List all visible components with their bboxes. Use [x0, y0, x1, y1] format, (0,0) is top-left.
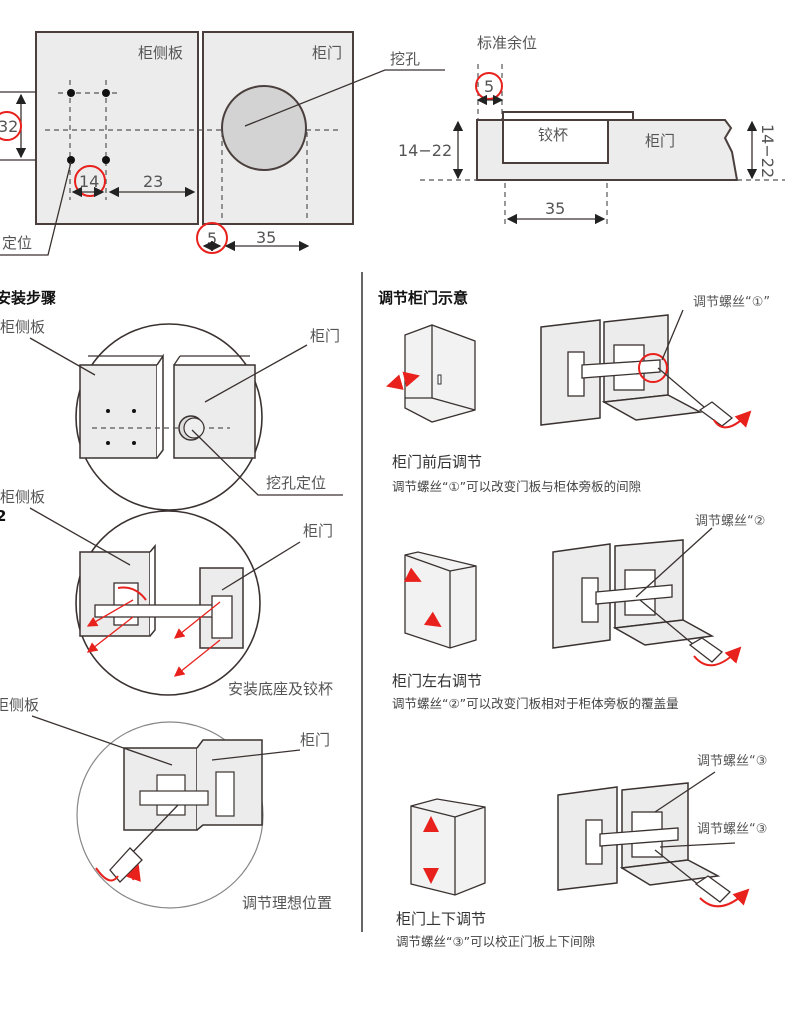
rotate-arrow [95, 867, 119, 882]
door-label: 柜门 [312, 44, 342, 62]
rotate-arrow [117, 586, 147, 601]
screw-hole [67, 89, 75, 97]
rotate-arrow [699, 888, 750, 908]
positioning-label: 定位 [2, 234, 32, 252]
side-panel-label: 柜侧板 [138, 44, 183, 62]
step2-caption: 安装底座及铰杯 [228, 680, 333, 698]
cross-section-diagram: 标准余位 5 铰杯 柜门 14−22 14−22 35 [398, 34, 785, 228]
adjust-item-1: 调节螺丝“①” 柜门前后调节 调节螺丝“①”可以改变门板与柜体旁板的间隙 [386, 295, 770, 494]
cabinet-icon [404, 551, 477, 649]
install-step-1: 柜侧板 柜门 挖孔定位 [0, 318, 343, 511]
install-step-3: 柜侧板 柜门 调节理想位置 [0, 696, 332, 912]
side-panel-label: 柜侧板 [0, 318, 45, 336]
drilling-layout-diagram: 柜侧板 柜门 32 14 23 5 35 [0, 31, 445, 256]
hole-label: 挖孔 [390, 50, 420, 68]
side-panel-label: 柜侧板 [0, 696, 39, 714]
rotate-arrow [693, 646, 742, 667]
adjust-title-3: 柜门上下调节 [396, 910, 486, 928]
adjust-item-3: 调节螺丝“③ 调节螺丝“③ 柜门上下调节 调节螺丝“③”可以校正门板上下间隙 [396, 754, 767, 949]
highlight-circle [0, 111, 22, 141]
adjust-section: 调节柜门示意 调节螺丝“①” 柜门前后调节 调节螺丝“①”可以改变门板与柜体旁板… [378, 289, 770, 949]
step-number: 2 [0, 507, 6, 525]
rotate-arrow [713, 410, 752, 429]
screw-hole [102, 89, 110, 97]
screw-label-3b: 调节螺丝“③ [697, 822, 767, 837]
adjust-desc-3: 调节螺丝“③”可以校正门板上下间隙 [396, 934, 595, 949]
install-title: 安装步骤 [0, 289, 56, 307]
cabinet-icon [410, 798, 486, 896]
highlight-circle [196, 222, 228, 254]
screwdriver-icon [688, 637, 724, 663]
cup-recess [502, 119, 609, 164]
screw-highlight [638, 353, 668, 383]
install-steps: 安装步骤 柜侧板 柜门 挖孔定位 柜侧板 2 柜门 [0, 289, 343, 912]
screwdriver-icon [694, 875, 731, 903]
door-label: 柜门 [300, 731, 330, 749]
dim-35-cup: 35 [545, 199, 565, 218]
dim-32: 32 [0, 117, 18, 136]
screw-label-3a: 调节螺丝“③ [697, 754, 767, 769]
dim-23: 23 [143, 172, 163, 191]
dim-5: 5 [207, 229, 217, 248]
dim-14: 14 [79, 172, 99, 191]
door-label: 柜门 [310, 327, 340, 345]
adjust-desc-1: 调节螺丝“①”可以改变门板与柜体旁板的间隙 [392, 479, 641, 494]
thickness-right: 14−22 [758, 124, 777, 178]
step3-caption: 调节理想位置 [242, 894, 332, 912]
side-panel-label: 柜侧板 [0, 488, 45, 506]
screw-label-2: 调节螺丝“② [695, 514, 765, 529]
adjust-desc-2: 调节螺丝“②”可以改变门板相对于柜体旁板的覆盖量 [392, 696, 679, 711]
dim-5-margin: 5 [484, 77, 494, 96]
door-section-label: 柜门 [645, 132, 675, 150]
cup-hole [221, 85, 307, 171]
screw-label-1: 调节螺丝“①” [693, 295, 770, 310]
cup-label: 铰杯 [538, 126, 568, 144]
screw-hole [67, 156, 75, 164]
adjust-item-2: 调节螺丝“② 柜门左右调节 调节螺丝“②”可以改变门板相对于柜体旁板的覆盖量 [392, 514, 765, 711]
dim-35: 35 [256, 228, 276, 247]
screw-hole [102, 156, 110, 164]
hole-position-label: 挖孔定位 [266, 474, 326, 492]
cup-flange [502, 111, 634, 121]
standard-margin-label: 标准余位 [477, 34, 537, 52]
door-label: 柜门 [303, 522, 333, 540]
adjust-title: 调节柜门示意 [378, 289, 468, 307]
adjust-title-1: 柜门前后调节 [392, 453, 482, 471]
adjust-title-2: 柜门左右调节 [392, 672, 482, 690]
thickness-left: 14−22 [398, 141, 452, 160]
install-step-2: 柜侧板 2 柜门 安装底座及铰杯 [0, 488, 333, 698]
